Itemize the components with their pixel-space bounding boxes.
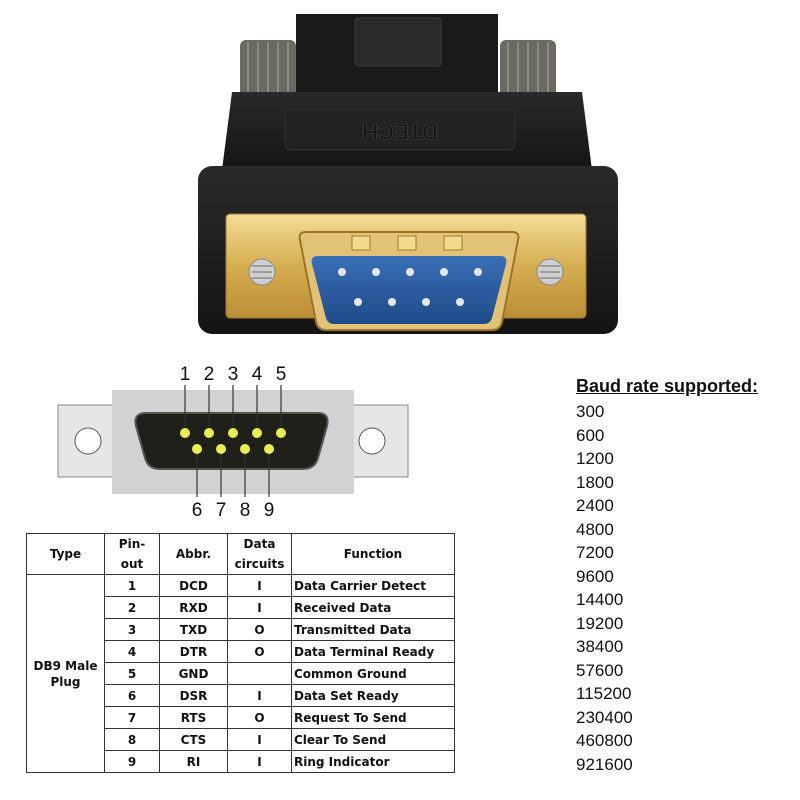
baud-rate-title: Baud rate supported: [576, 376, 759, 396]
abbr-cell: CTS [159, 728, 228, 751]
circuit-cell: O [227, 706, 292, 729]
pin-number-7: 7 [216, 500, 227, 521]
table-row: DB9 Male Plug 1 DCD I Data Carrier Detec… [26, 574, 455, 773]
connector-photo: DTECH [198, 14, 618, 334]
pinout-table: Type Pin-out Abbr. Data circuits Functio… [26, 533, 455, 773]
abbr-cell: RI [159, 750, 228, 773]
table-row: 9 RI I Ring Indicator [27, 750, 455, 773]
pin-cell: 8 [104, 728, 160, 751]
pin-cell: 3 [104, 618, 160, 641]
table-row: 2 RXD I Received Data [27, 596, 455, 619]
list-item: 14400 [576, 590, 624, 609]
list-item: 230400 [576, 707, 633, 727]
list-item: 4800 [576, 519, 614, 539]
header-abbr: Abbr. [159, 533, 228, 575]
brand-logo-text: DTECH [362, 119, 438, 144]
list-item: 1200 [576, 449, 614, 468]
header-data-circuits: Data circuits [227, 533, 292, 575]
pin-number-6: 6 [192, 500, 203, 521]
list-item: 1800 [576, 472, 614, 492]
circuit-cell: I [227, 750, 292, 773]
function-cell: Common Ground [291, 662, 455, 685]
function-cell: Ring Indicator [291, 750, 455, 773]
table-row: 7 RTS O Request To Send [27, 706, 455, 729]
pin-number-3: 3 [228, 364, 239, 385]
pin-number-5: 5 [276, 364, 287, 385]
abbr-cell: DSR [159, 684, 228, 707]
pin-number-8: 8 [240, 500, 251, 521]
list-item: 9600 [576, 566, 614, 586]
header-function: Function [291, 533, 455, 575]
circuit-cell [227, 662, 292, 685]
pin-cell: 7 [104, 706, 160, 729]
pin-cell: 5 [104, 662, 160, 685]
function-cell: Data Terminal Ready [291, 640, 455, 663]
circuit-cell: O [227, 640, 292, 663]
pin-number-1: 1 [180, 364, 191, 385]
function-cell: Data Set Ready [291, 684, 455, 707]
type-cell: DB9 Male Plug [26, 574, 105, 773]
list-item: 460800 [576, 731, 633, 750]
pin-cell: 6 [104, 684, 160, 707]
function-cell: Transmitted Data [291, 618, 455, 641]
pin-cell: 2 [104, 596, 160, 619]
abbr-cell: RXD [159, 596, 228, 619]
baud-rate-list: 300 600 1200 1800 2400 4800 7200 9600 14… [576, 400, 758, 776]
circuit-cell: I [227, 684, 292, 707]
list-item: 7200 [576, 543, 614, 562]
db9-pin-diagram: 1 2 3 4 5 6 7 8 9 [57, 364, 409, 521]
pin-cell: 4 [104, 640, 160, 663]
list-item: 921600 [576, 754, 633, 774]
list-item: 600 [576, 425, 605, 445]
pin-number-4: 4 [252, 364, 263, 385]
header-pinout: Pin-out [104, 533, 160, 575]
function-cell: Request To Send [291, 706, 455, 729]
list-item: 115200 [576, 684, 632, 703]
pin-cell: 1 [104, 574, 160, 597]
abbr-cell: DTR [159, 640, 228, 663]
function-cell: Clear To Send [291, 728, 455, 751]
pin-cell: 9 [104, 750, 160, 773]
circuit-cell: I [227, 574, 292, 597]
list-item: 300 [576, 402, 605, 421]
circuit-cell: O [227, 618, 292, 641]
function-cell: Data Carrier Detect [291, 574, 455, 597]
circuit-cell: I [227, 728, 292, 751]
baud-rate-panel: Baud rate supported: 300 600 1200 1800 2… [576, 376, 758, 776]
function-cell: Received Data [291, 596, 455, 619]
table-row: 6 DSR I Data Set Ready [27, 684, 455, 707]
pin-number-2: 2 [204, 364, 215, 385]
table-header-row: Type Pin-out Abbr. Data circuits Functio… [26, 533, 455, 575]
abbr-cell: RTS [159, 706, 228, 729]
pin-number-9: 9 [264, 500, 275, 521]
table-row: 3 TXD O Transmitted Data [27, 618, 455, 641]
list-item: 2400 [576, 496, 614, 515]
header-type: Type [26, 533, 105, 575]
table-row: 4 DTR O Data Terminal Ready [27, 640, 455, 663]
abbr-cell: GND [159, 662, 228, 685]
list-item: 19200 [576, 613, 624, 633]
list-item: 57600 [576, 660, 624, 680]
abbr-cell: DCD [159, 574, 228, 597]
list-item: 38400 [576, 637, 624, 656]
abbr-cell: TXD [159, 618, 228, 641]
circuit-cell: I [227, 596, 292, 619]
